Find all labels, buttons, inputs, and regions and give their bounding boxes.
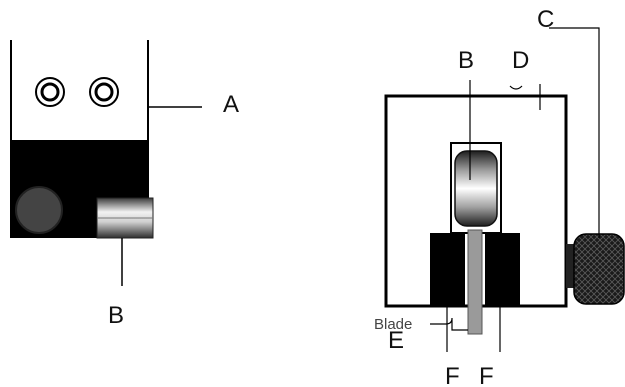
right-label-blade: Blade xyxy=(374,316,412,333)
blade xyxy=(467,229,483,335)
leader-c xyxy=(549,27,600,238)
left-label-b: B xyxy=(108,302,124,329)
tick-d xyxy=(509,85,523,90)
jaw-left xyxy=(430,233,465,306)
leader-blade xyxy=(430,317,468,331)
right-roller-b xyxy=(454,150,498,227)
right-label-c: C xyxy=(537,6,554,33)
knob-c xyxy=(573,233,625,305)
right-label-e: E xyxy=(388,327,404,354)
knob-neck xyxy=(566,244,576,288)
right-label-b: B xyxy=(458,47,474,74)
left-round-knob xyxy=(15,186,63,234)
right-label-f-left: F xyxy=(445,363,460,387)
screw-left xyxy=(35,77,65,107)
left-label-a: A xyxy=(223,91,239,118)
left-roller-b xyxy=(96,197,154,239)
screw-right xyxy=(89,77,119,107)
left-view: A B xyxy=(10,40,239,329)
jaw-right xyxy=(485,233,520,306)
right-label-d: D xyxy=(512,47,529,74)
right-view: C B D Blade E F F xyxy=(374,6,625,387)
right-label-f-right: F xyxy=(479,363,494,387)
